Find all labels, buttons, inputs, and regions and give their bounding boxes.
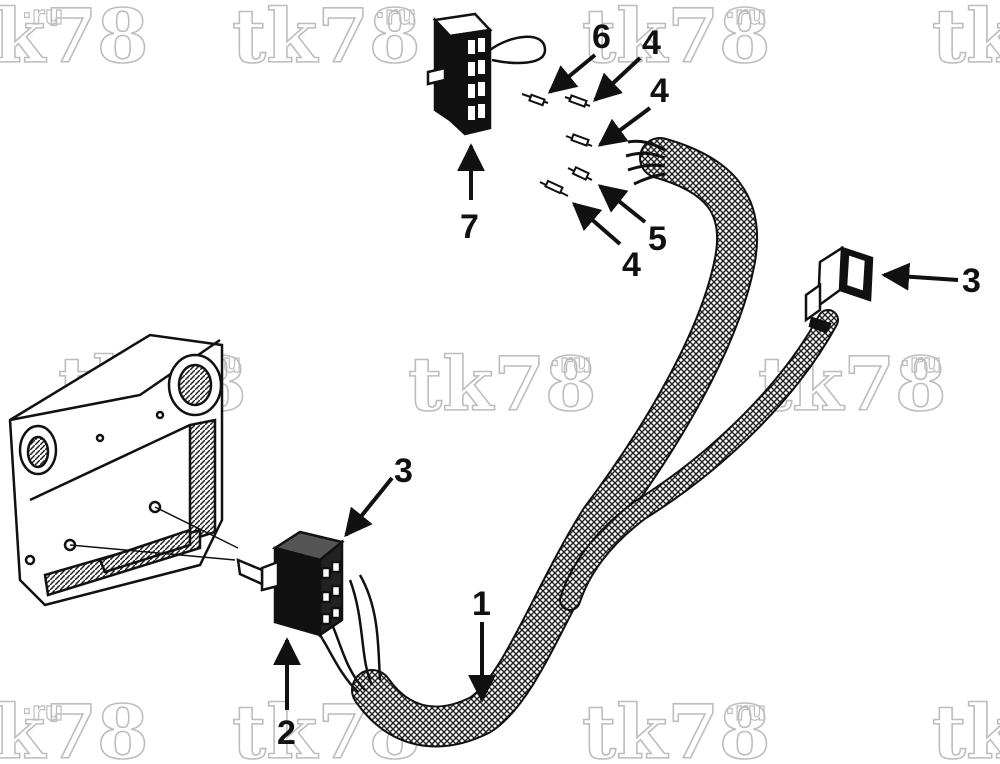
callout-pin-mid: 4: [650, 72, 669, 110]
pin-bottom: [539, 179, 569, 197]
svg-text:·ru: ·ru: [550, 349, 591, 379]
callout-right-connector: 3: [962, 262, 981, 300]
svg-text:·ru: ·ru: [900, 349, 941, 379]
svg-text:tk78: tk78: [582, 0, 770, 80]
callout-labels: 7 6 4 4 5 4 3 3 1 2: [277, 18, 981, 752]
callout-pin-bottom: 4: [622, 246, 641, 284]
svg-text:·ru: ·ru: [725, 697, 766, 727]
pin-seal: [567, 165, 593, 181]
svg-text:tk78: tk78: [0, 0, 148, 80]
mounting-bracket: [8, 333, 239, 607]
svg-text:tk78: tk78: [582, 690, 770, 764]
arrow-pin-mid: [597, 106, 652, 147]
wire-ends: [625, 139, 666, 186]
arrow-pin-bottom: [571, 202, 622, 246]
callout-switch: 2: [277, 714, 296, 752]
svg-text:tk78: tk78: [408, 342, 596, 428]
connector-housing: [426, 12, 547, 136]
svg-text:·ru: ·ru: [725, 1, 766, 31]
watermark-top-far-right: tk78: [931, 0, 1000, 81]
svg-text:·ru: ·ru: [22, 697, 63, 727]
watermark-top-left: tk78 ·ru: [0, 0, 149, 81]
pin-top: [564, 94, 591, 108]
leader-arrows: [273, 53, 959, 710]
svg-text:tk78: tk78: [932, 0, 1000, 80]
watermark-top-right: tk78 ·ru: [581, 0, 771, 81]
arrow-pin-top: [592, 56, 642, 102]
arrow-pin-plug: [547, 53, 597, 94]
svg-text:·ru: ·ru: [375, 1, 416, 31]
callout-pin-top: 4: [642, 24, 661, 62]
arrow-switch-connector: [344, 476, 394, 538]
arrow-pin-seal: [597, 184, 647, 224]
callout-harness: 1: [472, 585, 491, 623]
svg-text:tk78: tk78: [0, 690, 148, 764]
harness-cable: [318, 137, 839, 748]
watermark-middle-center: tk78 ·ru: [407, 341, 597, 429]
pin-plug: [521, 93, 549, 107]
toggle-switch: [236, 530, 345, 638]
callout-pin-seal: 5: [648, 220, 667, 258]
watermark-bottom-left: tk78 ·ru: [0, 689, 149, 764]
right-connector: [804, 245, 874, 334]
switch-wires: [318, 574, 382, 693]
svg-text:·ru: ·ru: [22, 1, 63, 31]
pin-mid: [565, 133, 593, 147]
svg-text:tk78: tk78: [932, 690, 1000, 764]
watermark-bottom-far-right: tk78: [931, 689, 1000, 764]
watermark-bottom-right: tk78 ·ru: [581, 689, 771, 764]
svg-text:tk78: tk78: [232, 0, 420, 80]
terminal-pins: [521, 93, 593, 197]
watermark-top-center: tk78 ·ru: [231, 0, 421, 81]
callout-pin-plug: 6: [592, 18, 611, 56]
callout-switch-connector: 3: [394, 452, 413, 490]
callout-housing: 7: [460, 208, 479, 246]
arrow-right-connector: [881, 262, 959, 291]
